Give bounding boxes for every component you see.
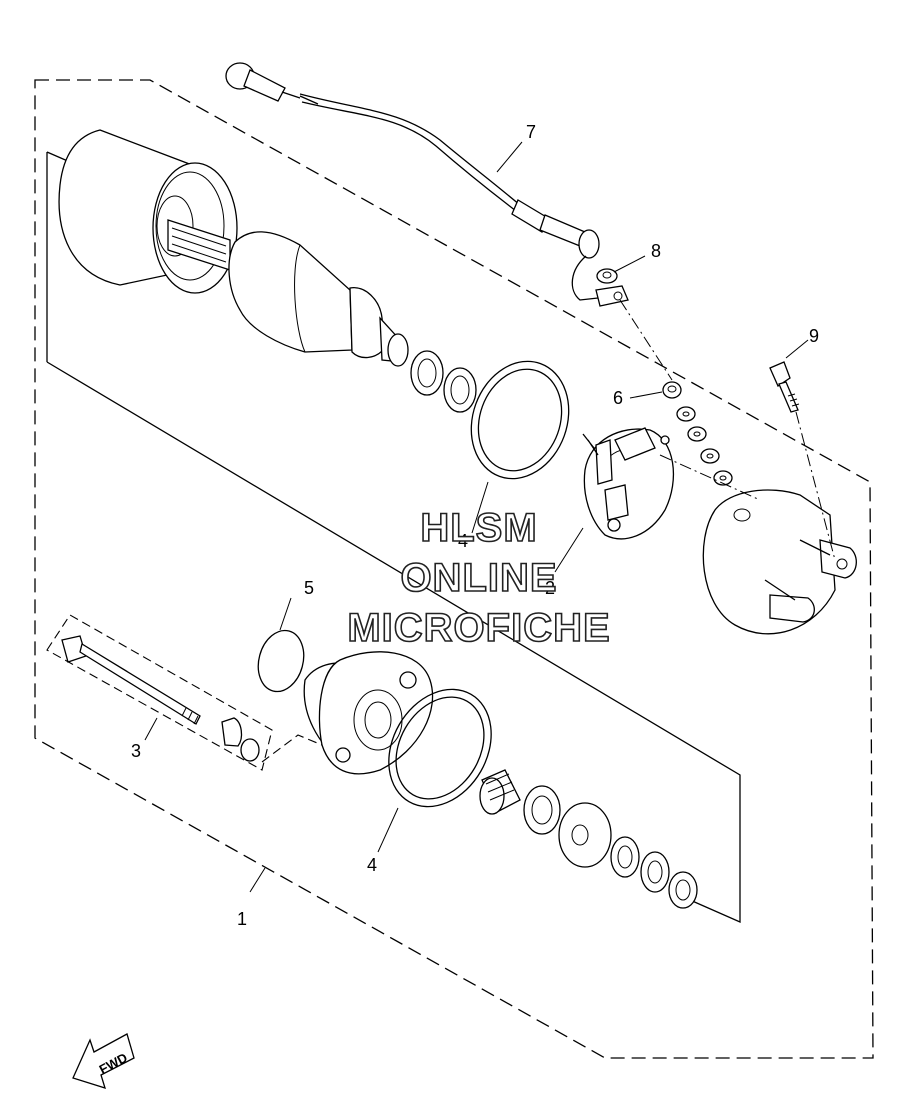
washer-e-inner xyxy=(675,879,691,901)
yoke-housing xyxy=(58,129,238,294)
assembly-boundary-dashed xyxy=(34,79,874,1059)
watermark-line-1: HLSM xyxy=(420,505,538,551)
nut-part-8 xyxy=(596,268,618,284)
rear-cover xyxy=(702,489,857,635)
through-bolt-group-dashed xyxy=(46,614,273,771)
bolt-part-9 xyxy=(769,361,800,413)
leader-lines xyxy=(144,141,809,893)
o-ring-part-4-upper xyxy=(470,360,570,480)
washer-b xyxy=(443,367,477,413)
callout-2: 2 xyxy=(545,578,555,598)
nut-part-6 xyxy=(662,381,682,399)
fwd-direction-arrow: FWD xyxy=(72,1033,135,1089)
washer-a xyxy=(410,350,444,396)
washer-d xyxy=(640,851,670,893)
o-ring-part-5 xyxy=(257,629,305,693)
watermark-line-3: MICROFICHE xyxy=(347,605,611,651)
alignment-line-b xyxy=(659,454,761,501)
washer-b-inner xyxy=(450,375,470,405)
alignment-line-a xyxy=(619,299,673,381)
callout-5: 5 xyxy=(304,578,314,598)
front-housing xyxy=(303,651,434,775)
alignment-line-c xyxy=(795,411,836,561)
washer-e xyxy=(668,871,698,909)
armature xyxy=(167,219,409,367)
callout-6: 6 xyxy=(613,388,623,408)
washer-d-inner xyxy=(647,860,663,884)
solid-bracket-main xyxy=(46,361,741,923)
bolt-to-housing-dashed xyxy=(261,734,323,763)
washer-a-inner xyxy=(417,358,437,388)
callout-9: 9 xyxy=(809,326,819,346)
callout-7: 7 xyxy=(526,122,536,142)
callout-3: 3 xyxy=(131,741,141,761)
through-bolt-part-3 xyxy=(61,635,260,762)
oil-seal xyxy=(523,785,561,835)
washer-c-inner xyxy=(617,845,633,869)
callout-1: 1 xyxy=(237,909,247,929)
lead-wire-part-7 xyxy=(225,62,629,307)
watermark-line-2: ONLINE xyxy=(400,555,558,601)
needle-bearing xyxy=(479,769,521,815)
washer-c xyxy=(610,836,640,878)
callout-4-upper: 4 xyxy=(458,531,468,551)
washer-stack-terminal xyxy=(676,406,733,486)
o-ring-part-4-lower xyxy=(388,688,492,808)
thrust-washer xyxy=(558,802,612,868)
callout-4-lower: 4 xyxy=(367,855,377,875)
brush-holder-part-2 xyxy=(582,427,675,540)
callout-8: 8 xyxy=(651,241,661,261)
